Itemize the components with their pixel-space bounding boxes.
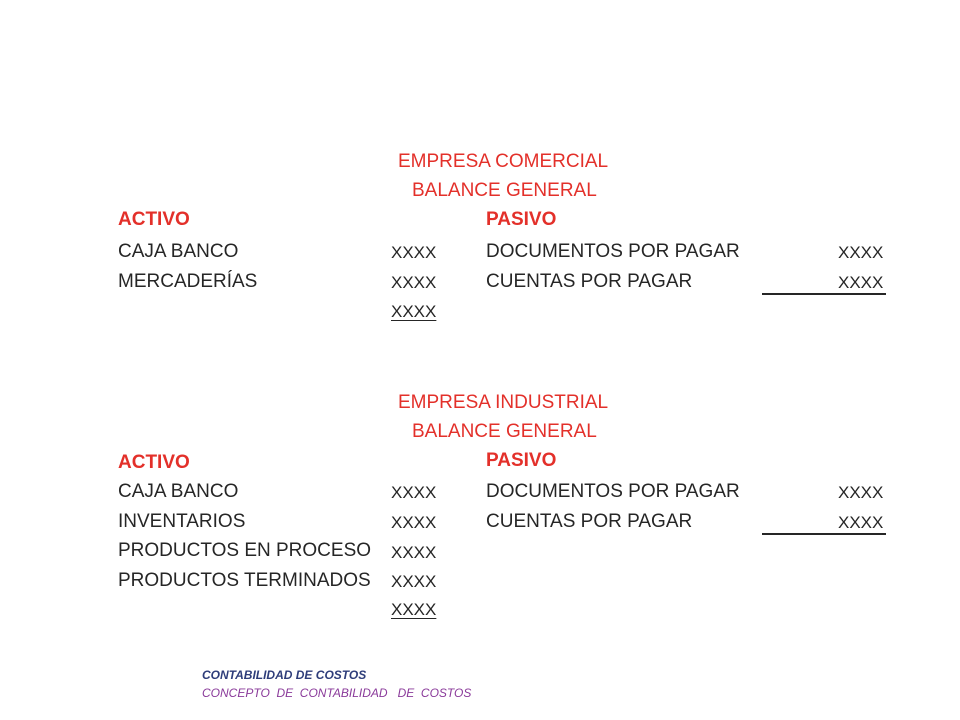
industrial-activo-item-label: INVENTARIOS xyxy=(118,511,246,532)
industrial-activo-total: XXXX xyxy=(391,600,437,619)
comercial-pasivo-total-rule xyxy=(762,293,886,295)
industrial-pasivo-item-label: DOCUMENTOS POR PAGAR xyxy=(486,481,740,502)
industrial-pasivo-total-rule xyxy=(762,533,886,535)
industrial-activo-item-label: CAJA BANCO xyxy=(118,481,239,502)
footer-topic-title: CONCEPTO DE CONTABILIDAD DE COSTOS xyxy=(202,686,472,700)
comercial-activo-item-value: XXXX xyxy=(391,273,437,292)
industrial-pasivo-header: PASIVO xyxy=(486,450,557,471)
comercial-activo-total: XXXX xyxy=(391,302,437,321)
comercial-activo-item-label: MERCADERÍAS xyxy=(118,271,258,292)
comercial-pasivo-header: PASIVO xyxy=(486,209,557,230)
comercial-activo-header: ACTIVO xyxy=(118,209,190,230)
industrial-activo-header: ACTIVO xyxy=(118,452,190,473)
comercial-pasivo-item-value: XXXX xyxy=(838,243,884,262)
comercial-activo-item-label: CAJA BANCO xyxy=(118,241,239,262)
industrial-activo-item-label: PRODUCTOS EN PROCESO xyxy=(118,540,372,561)
industrial-activo-item-value: XXXX xyxy=(391,513,437,532)
comercial-pasivo-item-label: DOCUMENTOS POR PAGAR xyxy=(486,241,740,262)
industrial-activo-item-label: PRODUCTOS TERMINADOS xyxy=(118,570,371,591)
industrial-pasivo-item-value: XXXX xyxy=(838,483,884,502)
industrial-pasivo-item-value: XXXX xyxy=(838,513,884,532)
industrial-activo-item-value: XXXX xyxy=(391,572,437,591)
comercial-pasivo-item-value: XXXX xyxy=(838,273,884,292)
industrial-activo-item-value: XXXX xyxy=(391,543,437,562)
comercial-activo-item-value: XXXX xyxy=(391,243,437,262)
comercial-title: EMPRESA COMERCIAL xyxy=(398,151,609,172)
footer-course-title: CONTABILIDAD DE COSTOS xyxy=(202,668,367,682)
comercial-pasivo-item-label: CUENTAS POR PAGAR xyxy=(486,271,693,292)
industrial-pasivo-item-label: CUENTAS POR PAGAR xyxy=(486,511,693,532)
industrial-subtitle: BALANCE GENERAL xyxy=(412,421,597,442)
industrial-title: EMPRESA INDUSTRIAL xyxy=(398,392,609,413)
industrial-activo-item-value: XXXX xyxy=(391,483,437,502)
comercial-subtitle: BALANCE GENERAL xyxy=(412,180,597,201)
